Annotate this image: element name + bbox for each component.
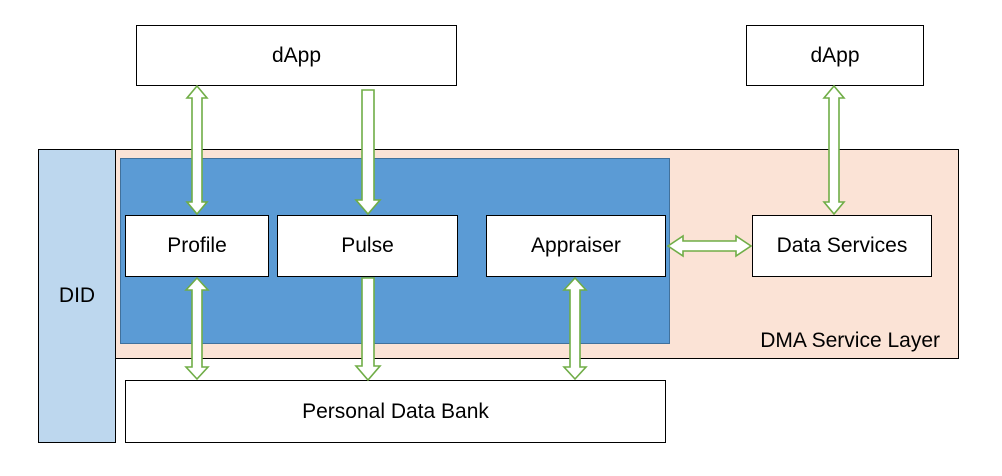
did-box: DID	[38, 149, 116, 443]
pulse-label: Pulse	[341, 234, 394, 257]
personal-data-bank-label: Personal Data Bank	[302, 399, 489, 423]
dapp-right-label: dApp	[810, 43, 860, 67]
data-services-label: Data Services	[776, 234, 908, 257]
dapp-left-label: dApp	[271, 43, 322, 67]
profile-box: Profile	[125, 215, 269, 277]
appraiser-box: Appraiser	[486, 215, 666, 277]
data-services-box: Data Services	[752, 215, 932, 277]
dapp-box-right: dApp	[746, 25, 924, 86]
personal-data-bank-box: Personal Data Bank	[125, 380, 666, 443]
dapp-box-left: dApp	[136, 25, 457, 86]
appraiser-label: Appraiser	[531, 234, 621, 257]
did-label: DID	[58, 284, 96, 307]
pulse-box: Pulse	[277, 215, 458, 277]
dma-service-layer-label: DMA Service Layer	[760, 329, 940, 352]
profile-label: Profile	[167, 234, 227, 257]
